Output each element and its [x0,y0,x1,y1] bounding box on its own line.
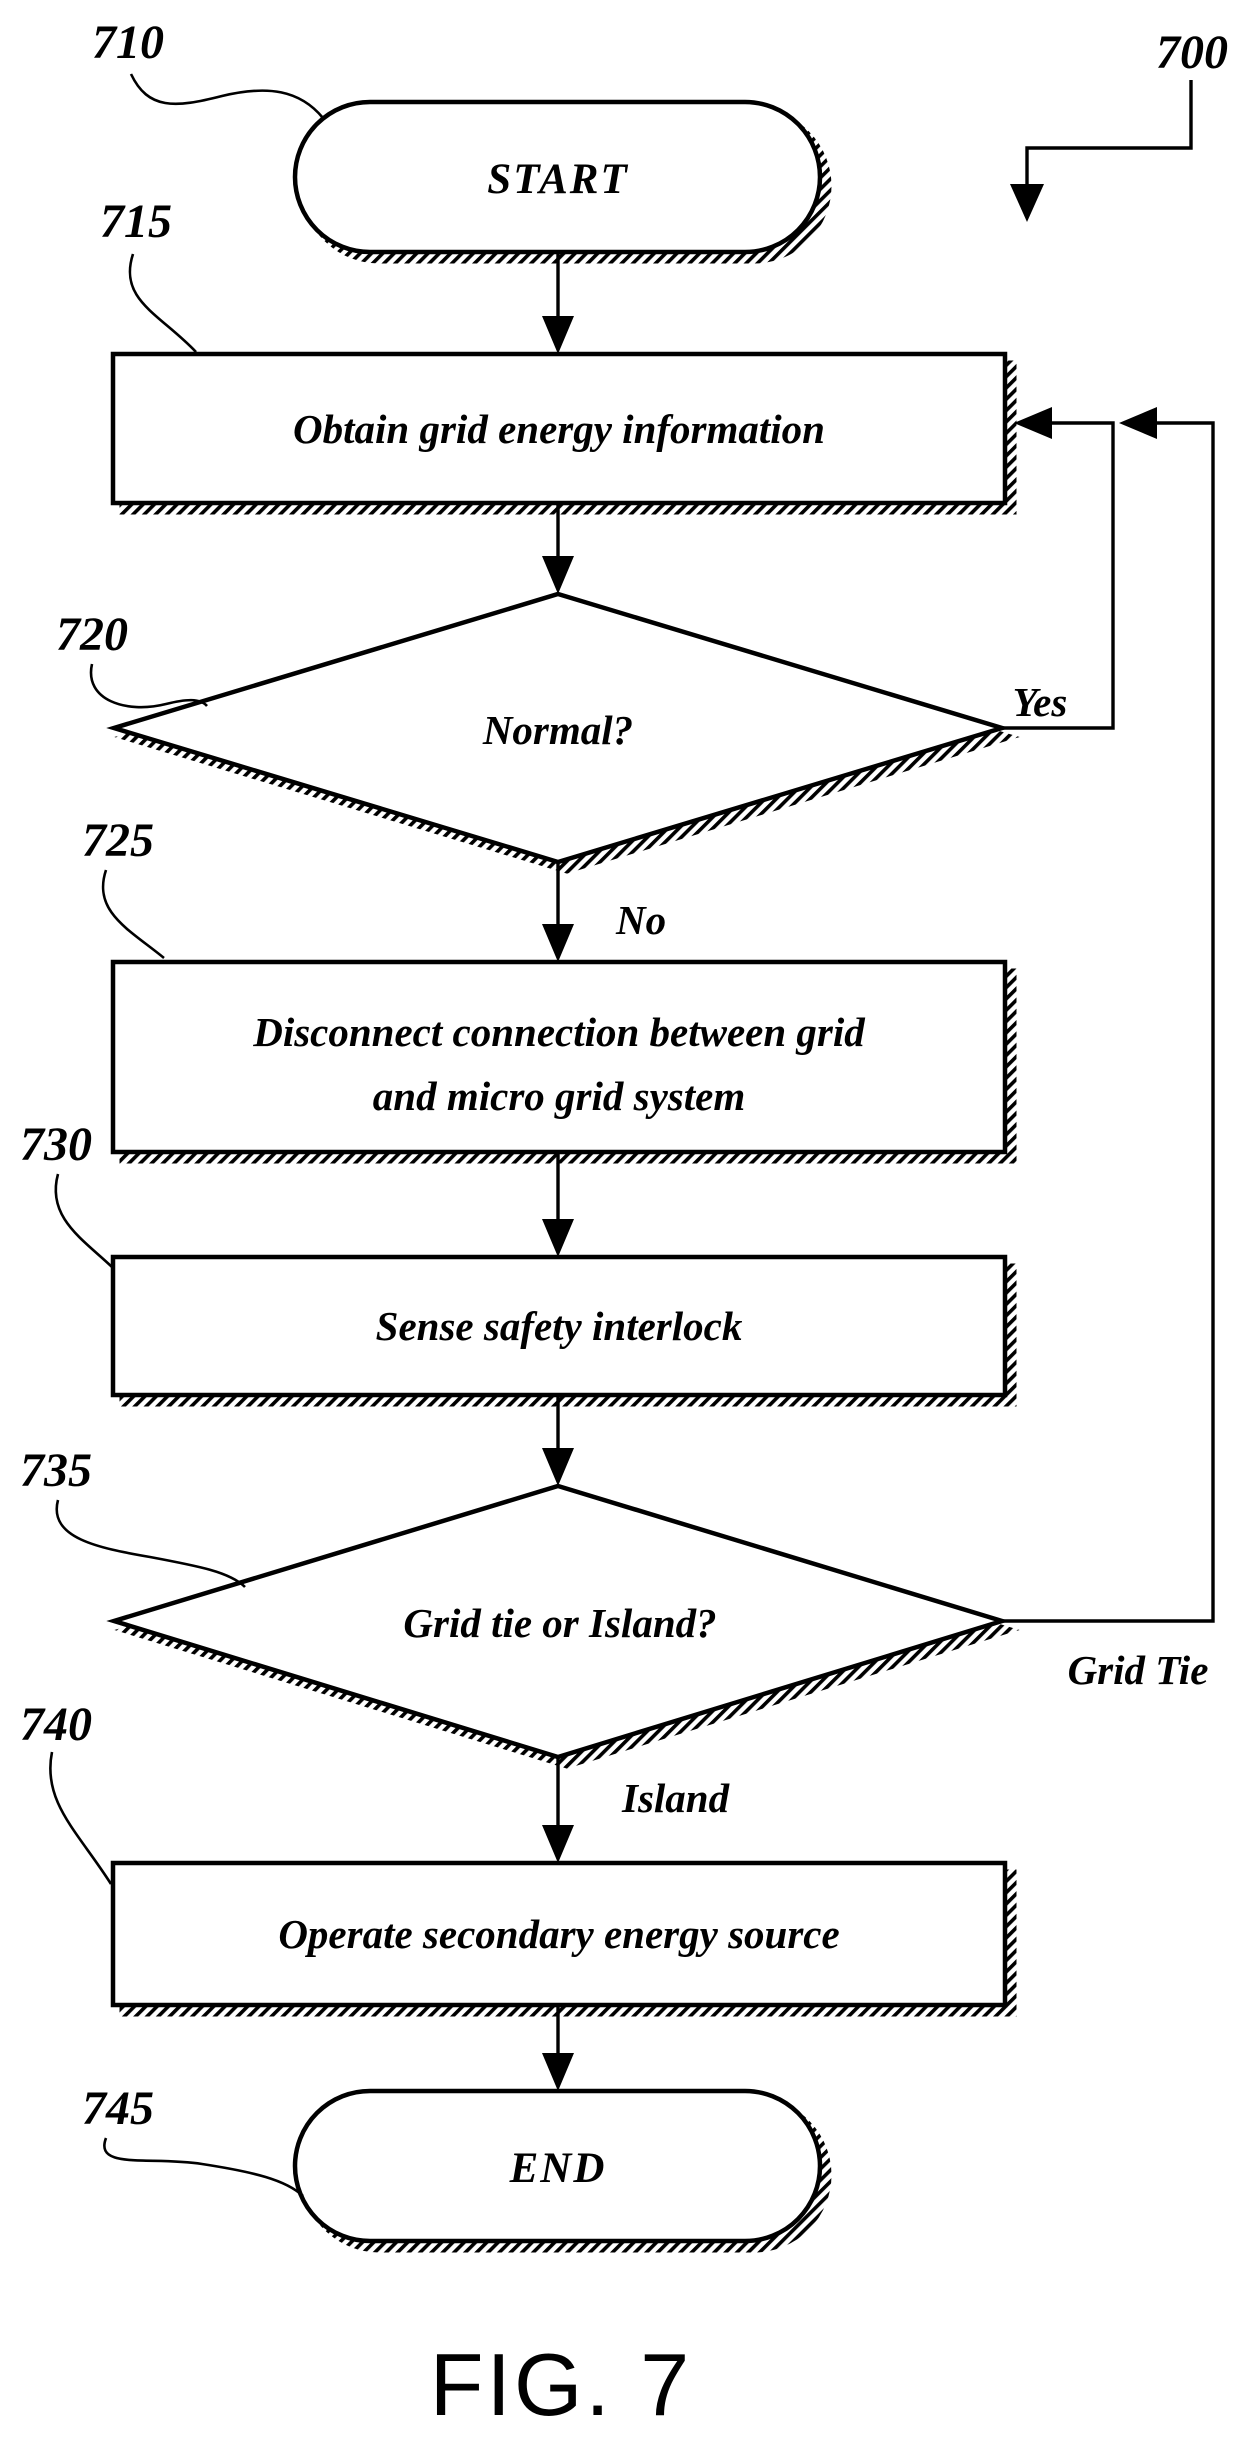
gridtie-label: Grid Tie [1068,1647,1209,1693]
leader-730 [54,1173,114,1269]
leader-710 [129,73,325,119]
operate-label: Operate secondary energy source [278,1911,839,1957]
leader-745 [103,2137,304,2197]
arrowhead-into-sense [542,1219,574,1257]
ref-725: 725 [82,814,154,867]
normal-label: Normal? [482,707,633,753]
ref-745: 745 [82,2082,154,2135]
flow-yes-branch [1002,421,1115,730]
end-label: END [509,2145,607,2192]
leader-740 [49,1751,113,1885]
leader-725 [101,869,165,960]
end-node [292,2088,823,2244]
arrowhead-into-gridtieq [542,1448,574,1486]
start-node [292,99,823,255]
sense-label: Sense safety interlock [376,1303,743,1349]
arrowhead-yes-into-obtain [1014,407,1052,439]
leader-715 [128,253,197,353]
gridtieq-label: Grid tie or Island? [403,1600,716,1646]
flow-gridtie-branch [1002,421,1215,1623]
ref-710: 710 [92,16,164,69]
leader-720 [89,663,208,709]
arrowhead-into-disconnect [542,924,574,962]
disconnect-node [110,959,1008,1155]
island-label: Island [621,1775,730,1821]
ref-730: 730 [20,1118,92,1171]
flow-700-arrowhead [1010,184,1044,222]
arrowhead-gridtie-into-yesline [1119,407,1157,439]
flow-700-entry-line [1025,80,1193,186]
arrowhead-into-obtain [542,316,574,354]
yes-label: Yes [1013,679,1068,725]
figure-caption: FIG. 7 [430,2335,693,2434]
ref-715: 715 [100,195,172,248]
obtain-node [110,351,1008,506]
ref-735: 735 [20,1444,92,1497]
arrowhead-into-end [542,2053,574,2091]
ref-700: 700 [1156,26,1228,79]
ref-720: 720 [56,608,128,661]
ref-740: 740 [20,1698,92,1751]
operate-node [110,1860,1008,2008]
disconnect-label-line1: Disconnect connection between grid [252,1009,865,1055]
no-label: No [615,897,666,943]
disconnect-label-line2: and micro grid system [373,1073,745,1119]
leader-735 [55,1499,246,1588]
obtain-label: Obtain grid energy information [293,406,825,452]
arrowhead-into-operate [542,1825,574,1863]
start-label: START [487,156,628,203]
arrowhead-into-normal [542,556,574,594]
